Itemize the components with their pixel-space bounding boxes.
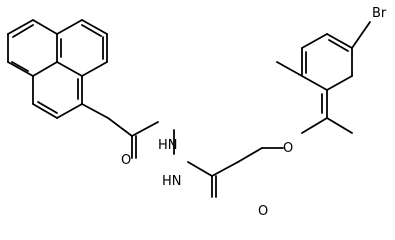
naphthalene-ring-b	[56, 19, 108, 77]
acetyl-linker	[81, 103, 159, 137]
naphthalene-ring-a	[7, 19, 58, 77]
molecule-structure: Br O HN HN O O	[7, 6, 387, 219]
aryl-ring	[301, 33, 353, 134]
aryl-substituents	[276, 21, 371, 134]
carbonyl-right-bond	[211, 175, 217, 198]
carbonyl-left-bond	[131, 135, 137, 159]
ether-oxygen-label: O	[283, 141, 293, 156]
bromine-label: Br	[372, 6, 387, 21]
hydrazide-nh-upper-label: HN	[158, 138, 178, 153]
carbonyl-oxygen-left-label: O	[121, 153, 131, 168]
acetyl-ether-linker	[187, 147, 284, 177]
hydrazide-nh-lower-label: HN	[162, 174, 182, 189]
naphthalene-lower-ring	[32, 75, 83, 119]
carbonyl-oxygen-right-label: O	[258, 204, 268, 219]
